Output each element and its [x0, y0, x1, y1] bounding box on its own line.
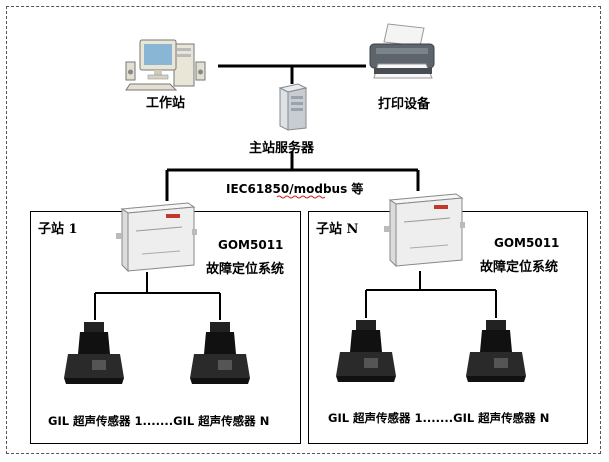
- spellcheck-underline: [276, 195, 326, 199]
- protocol-main: IEC61850/modbus: [226, 182, 348, 196]
- protocol-label: IEC61850/modbus 等: [226, 180, 363, 197]
- diagram-frame: [6, 6, 601, 454]
- workstation-label: 工作站: [146, 96, 186, 111]
- substation-1-device-desc: 故障定位系统: [206, 262, 285, 277]
- desktop-computer-icon: [125, 39, 206, 91]
- server-icon: [278, 83, 308, 131]
- substation-1-sensor-label: GIL 超声传感器 1.......GIL 超声传感器 N: [48, 414, 270, 428]
- substation-n-sensor-label: GIL 超声传感器 1.......GIL 超声传感器 N: [328, 411, 550, 425]
- gil-sensor-icon: [336, 320, 396, 382]
- server-label: 主站服务器: [249, 141, 315, 156]
- gil-sensor-icon: [190, 322, 250, 384]
- printer-label: 打印设备: [378, 97, 431, 112]
- gil-sensor-icon: [466, 320, 526, 382]
- protocol-suffix: 等: [347, 182, 364, 196]
- substation-n-device-model: GOM5011: [494, 236, 560, 250]
- substation-n-title: 子站 N: [316, 222, 359, 237]
- substation-n-device-desc: 故障定位系统: [480, 260, 559, 275]
- substation-1-title: 子站 1: [38, 222, 78, 237]
- printer-icon: [369, 23, 435, 79]
- substation-1-device-model: GOM5011: [218, 238, 284, 252]
- gil-sensor-icon: [64, 322, 124, 384]
- fault-locator-cabinet-n: [384, 193, 465, 268]
- fault-locator-cabinet-1: [116, 202, 197, 273]
